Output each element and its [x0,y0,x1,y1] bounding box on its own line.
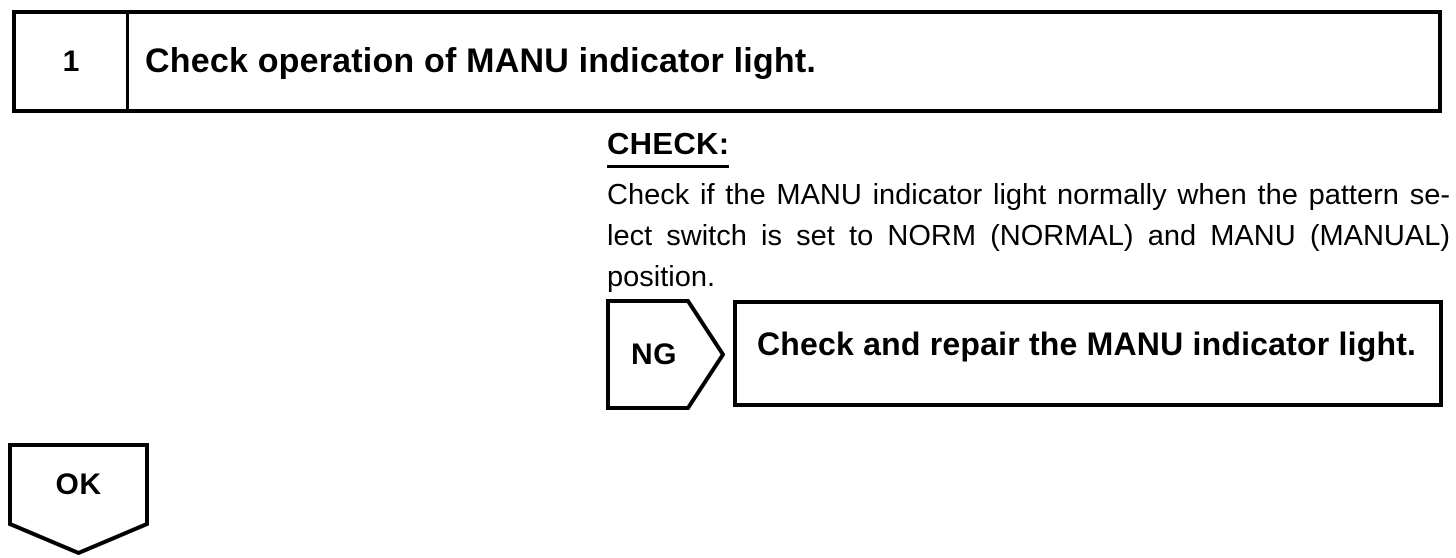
ng-arrow-badge: NG [606,299,725,410]
pentagon-right-arrow-icon [606,299,725,410]
check-body: Check if the MANU indicator light normal… [607,175,1450,298]
ok-arrow-badge: OK [8,443,149,555]
ng-action-text: Check and repair the MANU indicator ligh… [757,326,1417,362]
ng-badge-label: NG [631,337,677,371]
pentagon-down-arrow-icon [8,443,149,555]
check-body-line: Check if the MANU indicator light normal… [607,179,1450,211]
check-label: CHECK: [607,126,730,168]
check-body-line: position. [607,261,716,293]
step-title: Check operation of MANU indicator light. [145,42,817,80]
step-number: 1 [16,14,129,109]
check-body-line: lect switch is set to NORM (NORMAL) and … [607,220,1450,252]
ok-badge-label: OK [55,468,102,501]
ng-action-box: Check and repair the MANU indicator ligh… [733,300,1443,407]
check-section: CHECK: Check if the MANU indicator light… [607,126,1450,298]
step-header-box: 1 Check operation of MANU indicator ligh… [12,10,1442,113]
